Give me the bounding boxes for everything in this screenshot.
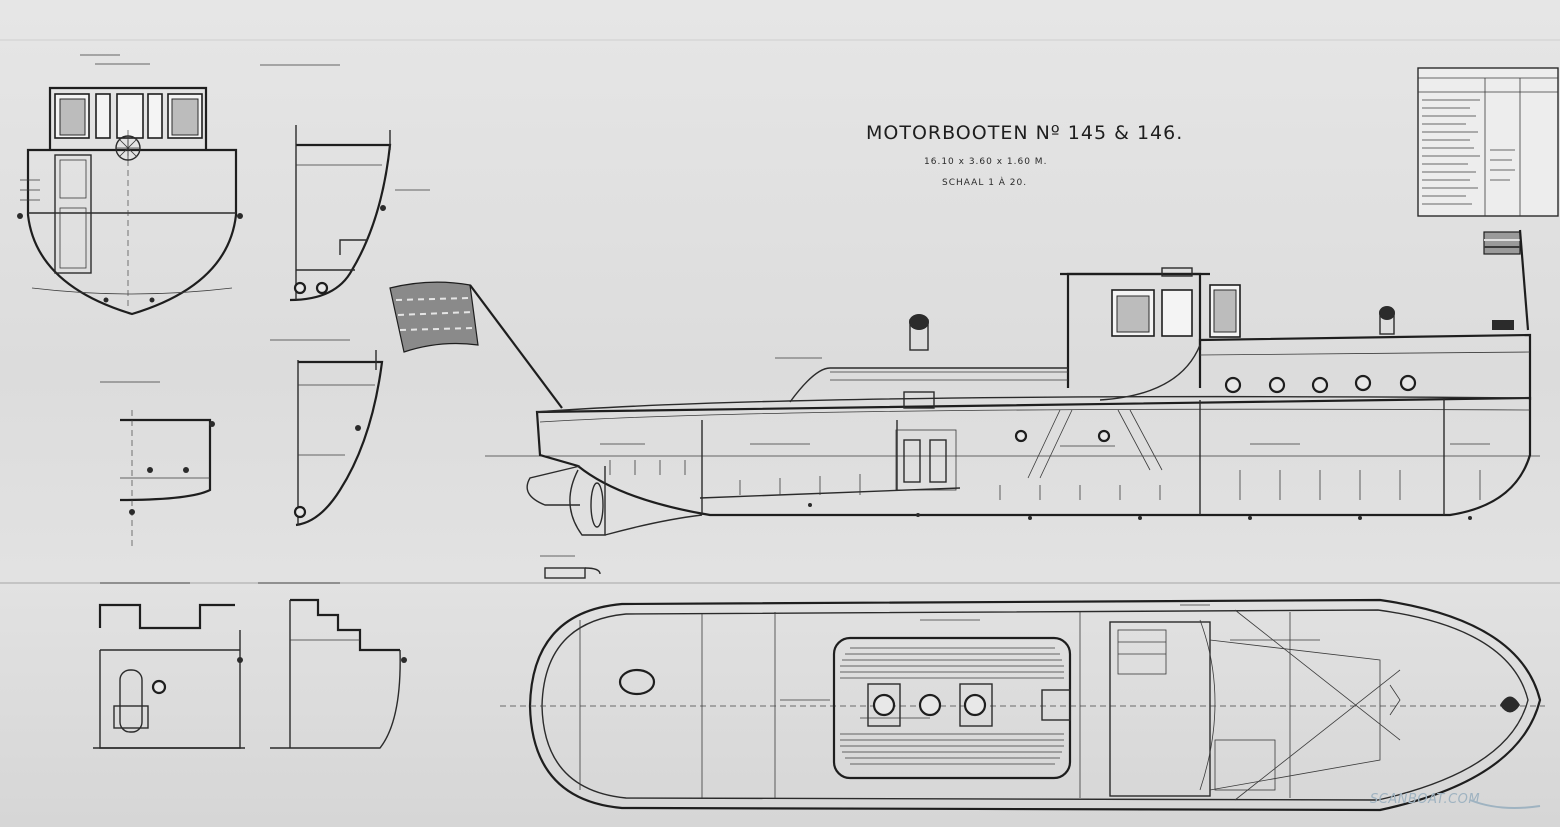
deck-plan-view — [500, 598, 1545, 812]
frame-section-4 — [93, 582, 245, 749]
drawing-title: MOTORBOOTEN Nº 145 & 146. — [866, 122, 1184, 144]
frame-section-3 — [100, 381, 215, 550]
drawing-scale: SCHAAL 1 À 20. — [942, 178, 1028, 188]
frame-section-1 — [260, 64, 430, 302]
stern-flag — [1483, 229, 1530, 331]
frame-section-5 — [258, 582, 407, 749]
detail-sketch — [540, 555, 601, 579]
watermark-logo: SCANBOAT.COM — [1370, 792, 1481, 807]
stern-section-view — [17, 54, 243, 316]
drawing-dimensions: 16.10 x 3.60 x 1.60 M. — [924, 157, 1048, 167]
side-profile-view — [485, 267, 1540, 536]
bow-flag — [389, 281, 563, 409]
frame-section-2 — [270, 339, 384, 527]
title-block — [1417, 67, 1559, 217]
